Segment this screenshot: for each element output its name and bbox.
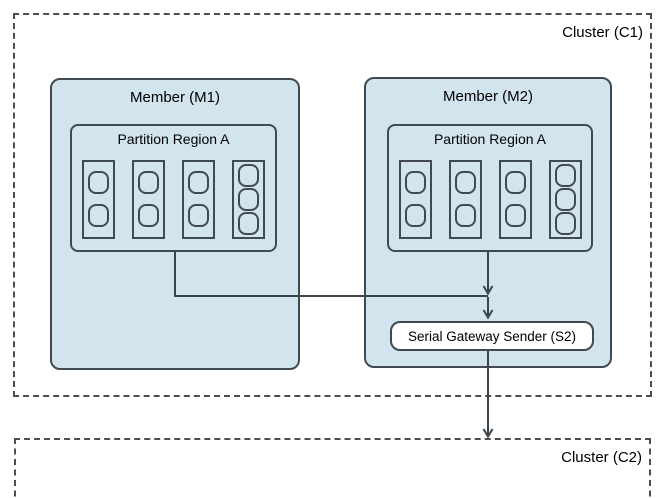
bucket-entry [238, 188, 259, 211]
bucket-entry [238, 164, 259, 187]
partition-region-a-m1: Partition Region A [70, 124, 277, 252]
bucket-entry [404, 171, 426, 194]
bucket-entry [238, 212, 259, 235]
cluster-c1-label: Cluster (C1) [562, 24, 643, 41]
member-m1-title: Member (M1) [129, 89, 220, 106]
partition-region-a-m2: Partition Region A [387, 124, 593, 252]
bucket-entry [138, 204, 159, 227]
bucket-entry [88, 171, 109, 194]
bucket-entry [454, 171, 476, 194]
bucket [498, 160, 532, 239]
bucket-entry [88, 204, 109, 227]
bucket-entry [554, 212, 576, 235]
bucket-entry [504, 171, 526, 194]
member-m2-title: Member (M2) [442, 88, 533, 105]
bucket [548, 160, 582, 239]
bucket-entry [504, 204, 526, 227]
cluster-c2-label: Cluster (C2) [561, 449, 642, 466]
cluster-c2-boundary: Cluster (C2) [14, 438, 651, 498]
member-m1: Member (M1) Partition Region A [50, 78, 300, 370]
bucket [398, 160, 432, 239]
partition-region-a-m2-label: Partition Region A [433, 131, 547, 147]
bucket-entry [188, 171, 209, 194]
bucket [232, 160, 265, 239]
bucket-entry [138, 171, 159, 194]
bucket [182, 160, 215, 239]
bucket [448, 160, 482, 239]
partition-region-a-m1-label: Partition Region A [117, 131, 230, 147]
bucket-group-m2 [389, 160, 591, 239]
cluster-c1-boundary: Cluster (C1) [13, 13, 652, 397]
bucket-entry [454, 204, 476, 227]
bucket-group-m1 [72, 160, 275, 239]
bucket [132, 160, 165, 239]
bucket-entry [554, 164, 576, 187]
arrowhead-into-c2 [482, 428, 494, 439]
member-m2: Member (M2) Partition Region A Serial Ga… [364, 77, 612, 368]
bucket [82, 160, 115, 239]
bucket-entry [554, 188, 576, 211]
bucket-entry [404, 204, 426, 227]
serial-gateway-sender-box: Serial Gateway Sender (S2) [390, 321, 594, 351]
bucket-entry [188, 204, 209, 227]
